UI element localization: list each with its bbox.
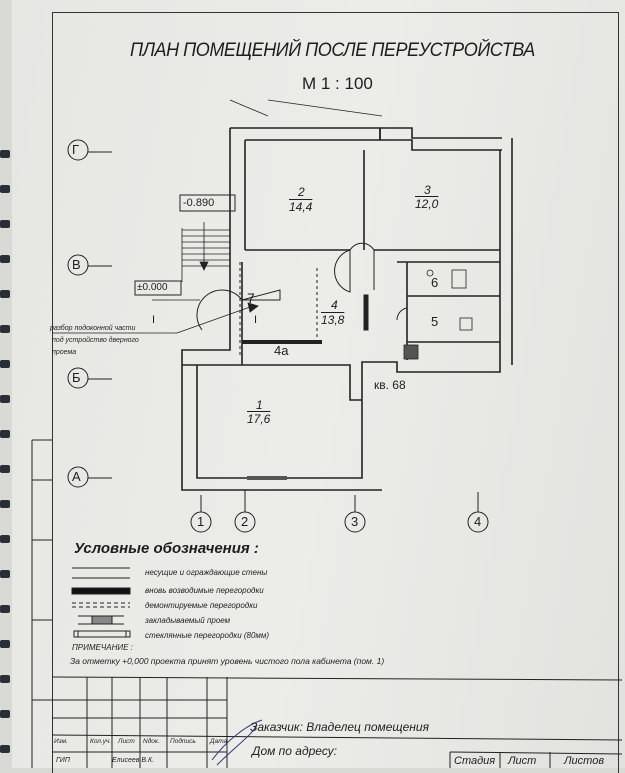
legend-item: стеклянные перегородки (80мм) (145, 631, 270, 640)
annotation-leader (52, 99, 383, 334)
axis-label-row: В (72, 257, 81, 272)
floor-plan (31, 99, 623, 768)
legend-symbols (71, 567, 131, 638)
tb-column: Лист (118, 738, 135, 745)
binding-hole (0, 185, 10, 193)
binding-hole (0, 535, 10, 543)
note-text: За отметку +0,000 проекта принят уровень… (70, 656, 385, 666)
room-area: 14,4 (289, 200, 313, 214)
tb-column: Nдок. (143, 738, 160, 745)
drawing-sheet: ПЛАН ПОМЕЩЕНИЙ ПОСЛЕ ПЕРЕУСТРОЙСТВА М 1 … (12, 0, 625, 773)
axis-label-row: А (72, 469, 81, 484)
legend-item: вновь возводимые перегородки (145, 586, 264, 595)
binding-hole (0, 150, 10, 158)
annotation-line: разбор подоконной части (50, 325, 136, 332)
title-block-grid (31, 439, 623, 768)
legend-item: несущие и ограждающие стены (145, 568, 268, 577)
axis-label-column: 2 (241, 514, 249, 529)
tb-column: Кол.уч. (90, 738, 112, 745)
binding-hole (0, 640, 10, 648)
room-number: 4 (331, 298, 338, 312)
room-area: 13,8 (321, 313, 345, 327)
stairs (181, 222, 230, 282)
sanitary-fixtures (403, 269, 473, 360)
level-stair: -0.890 (183, 197, 215, 209)
tb-role: ГИП (56, 757, 70, 764)
level-floor: ±0.000 (137, 282, 168, 293)
demolished-partitions (239, 262, 318, 355)
binding-hole (0, 290, 10, 298)
room-number: 1 (256, 398, 263, 412)
binding-hole (0, 325, 10, 333)
annotation-line: проема (52, 349, 77, 356)
drawing-title: ПЛАН ПОМЕЩЕНИЙ ПОСЛЕ ПЕРЕУСТРОЙСТВА (130, 40, 535, 61)
room-number: 7 (247, 290, 255, 306)
drawing-frame (52, 12, 619, 773)
legend-title: Условные обозначения : (74, 540, 259, 557)
binding-hole (0, 500, 10, 508)
tb-sheets: Листов (564, 755, 605, 767)
doors (196, 242, 408, 331)
axis-rows (67, 139, 112, 488)
annotation-line: под устройство дверного (52, 337, 139, 344)
room-number: 3 (424, 183, 431, 197)
walls (181, 127, 513, 491)
room-number: 4а (274, 343, 289, 358)
legend-item: демонтируемые перегородки (145, 601, 258, 610)
room-number: 2 (298, 185, 305, 199)
section-mark: I (152, 314, 156, 326)
binding-hole (0, 745, 10, 753)
level-box-stair (179, 194, 236, 212)
axis-label-row: Г (72, 142, 80, 157)
legend-item: закладываемый проем (145, 616, 231, 625)
room-area: 12,0 (415, 197, 439, 211)
binding-hole (0, 605, 10, 613)
section-mark: I (254, 314, 258, 326)
tb-customer: Заказчик: Владелец помещения (250, 720, 429, 734)
apartment-label: кв. 68 (374, 378, 406, 392)
level-box-floor (134, 280, 182, 296)
binding-hole (0, 465, 10, 473)
binding-hole (0, 360, 10, 368)
glass-partition (363, 294, 369, 331)
tb-column: Дата (210, 738, 228, 745)
drawing-scale: М 1 : 100 (302, 74, 373, 93)
room-number: 6 (431, 275, 439, 290)
axis-label-column: 4 (474, 514, 482, 529)
tb-address: Дом по адресу: (252, 744, 338, 758)
room-number: 5 (431, 314, 439, 329)
axis-label-row: Б (72, 370, 81, 385)
axis-label-column: 3 (351, 514, 359, 529)
tb-sheet: Лист (508, 755, 537, 767)
binding-hole (0, 220, 10, 228)
axis-columns (190, 490, 489, 533)
tb-column: Подпись (170, 738, 196, 745)
binding-hole (0, 395, 10, 403)
binding-hole (0, 675, 10, 683)
signature (211, 719, 263, 766)
tb-name: Елисеев В.К. (112, 757, 155, 764)
axis-label-column: 1 (197, 514, 205, 529)
binding-hole (0, 430, 10, 438)
note-title: ПРИМЕЧАНИЕ : (72, 643, 133, 652)
tb-column: Изм. (54, 738, 68, 745)
binding-hole (0, 255, 10, 263)
binding-hole (0, 570, 10, 578)
room-area: 17,6 (247, 412, 271, 426)
tb-stage: Стадия (454, 755, 496, 767)
binding-hole (0, 710, 10, 718)
